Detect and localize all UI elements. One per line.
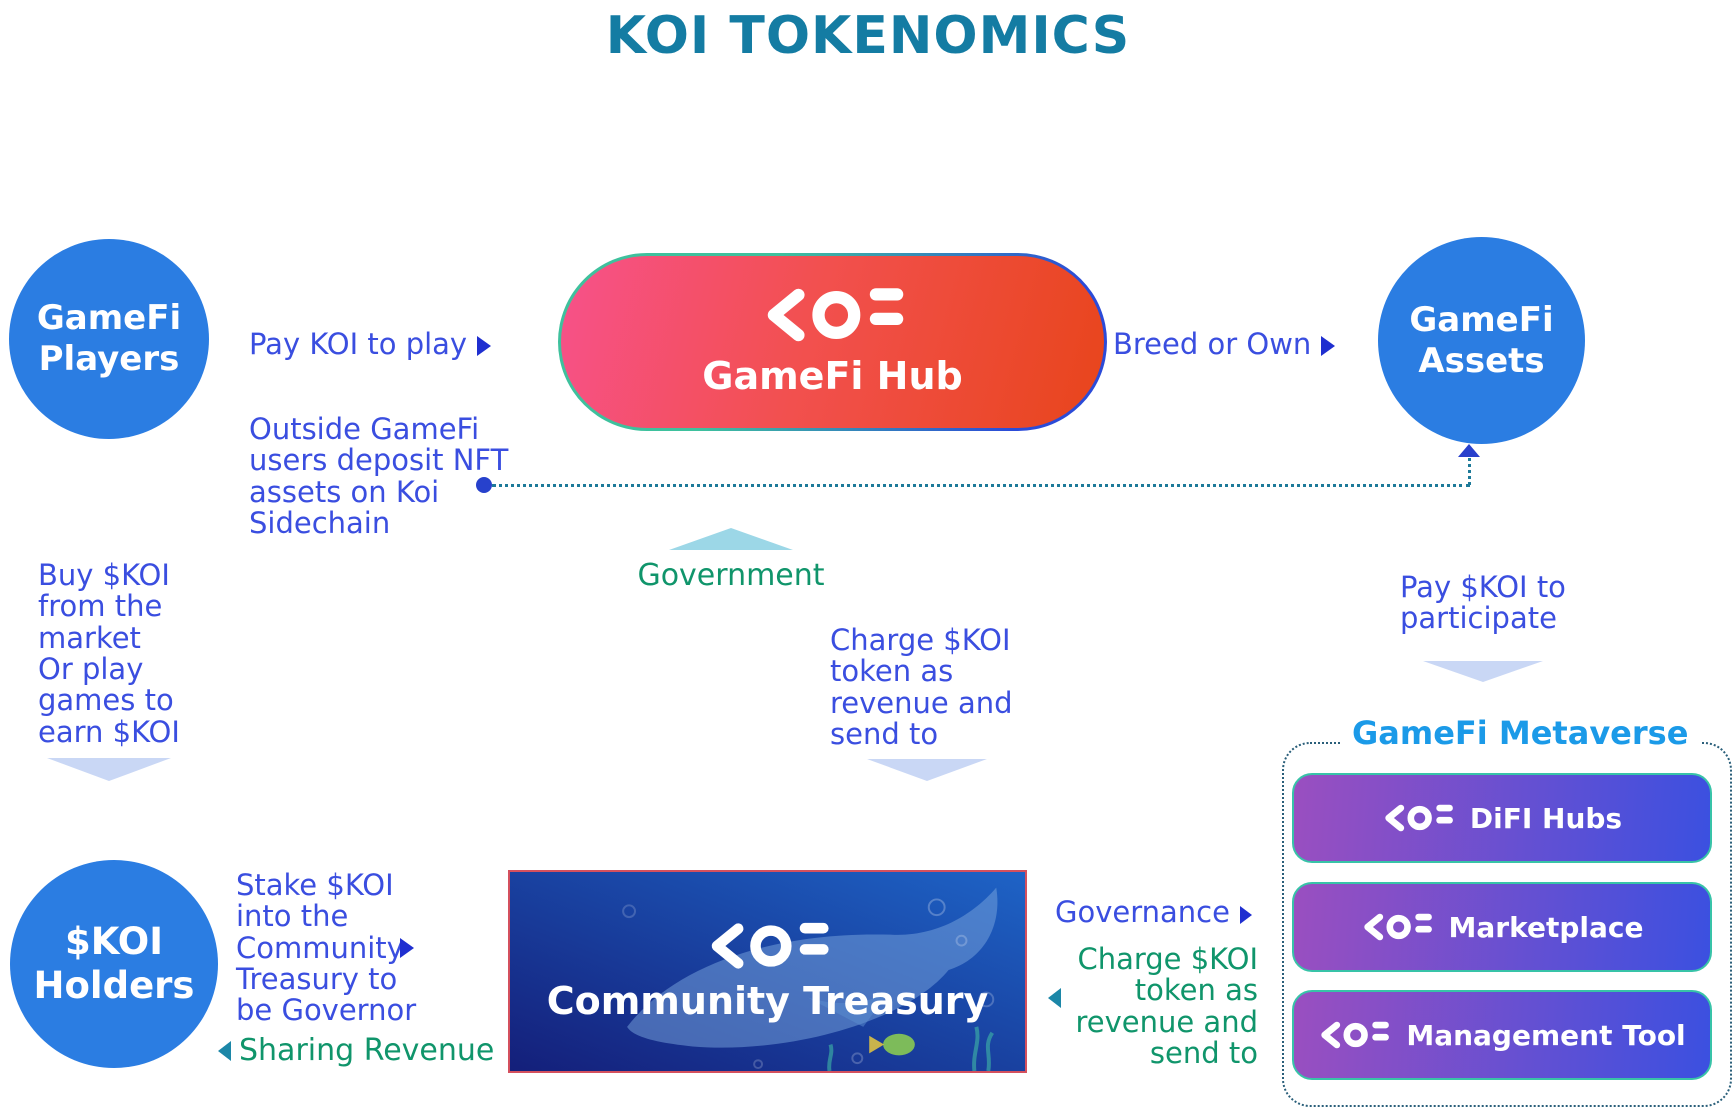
edge-label-buy-koi: Buy $KOI from the market Or play games t… [38,558,180,749]
fish-illustration [883,1033,915,1056]
metaverse-button-marketplace: Marketplace [1292,882,1712,972]
node-koi-holders: $KOI Holders [10,860,218,1068]
edge-label-governance: Governance [1055,895,1252,929]
koi-logo-icon [767,288,903,342]
node-gamefi-players-label: GameFi Players [36,298,182,379]
node-gamefi-assets: GameFi Assets [1378,237,1585,444]
edge-label-sharing-revenue: Sharing Revenue [239,1033,495,1068]
pay-koi-text: Pay KOI to play [249,327,468,361]
node-gamefi-hub-label: GameFi Hub [702,354,963,398]
arrow-right-icon [1239,906,1252,924]
node-community-treasury-label: Community Treasury [546,978,989,1023]
government-text: Government [637,558,825,593]
arrow-right-icon [1321,336,1336,356]
node-gamefi-hub: GameFi Hub [558,253,1107,431]
arrow-down-icon [867,759,987,781]
koi-logo-icon [711,922,829,969]
coral-illustration [827,1026,994,1071]
connector-start-dot [476,477,492,493]
arrow-down-icon [47,758,171,781]
koi-logo-icon [1385,804,1453,832]
metaverse-button-difi-hubs: DiFI Hubs [1292,773,1712,863]
edge-label-stake: Stake $KOI into the Community Treasury t… [236,868,417,1028]
whale-illustration [627,887,998,1048]
breed-or-own-text: Breed or Own [1113,327,1312,361]
metaverse-button-label: Marketplace [1448,910,1644,944]
dotted-connector-horizontal [492,484,1470,487]
treasury-content: Community Treasury [510,872,1025,1071]
edge-label-breed-or-own: Breed or Own [1113,327,1336,361]
edge-label-pay-participate: Pay $KOI to participate [1400,570,1566,636]
dotted-connector-vertical [1468,458,1471,485]
node-community-treasury: Community Treasury [508,870,1027,1073]
edge-label-charge-right: Charge $KOI token as revenue and send to [1075,942,1258,1070]
node-gamefi-assets-label: GameFi Assets [1409,299,1554,381]
governance-text: Governance [1055,895,1230,929]
node-koi-holders-label: $KOI Holders [33,919,195,1007]
gamefi-hub-inner: GameFi Hub [561,256,1104,428]
metaverse-button-label: Management Tool [1406,1018,1686,1052]
arrow-left-icon [218,1041,231,1061]
edge-label-pay-koi: Pay KOI to play [249,327,492,361]
arrow-up-icon [1458,444,1480,457]
arrow-up-icon [669,528,793,550]
arrow-right-icon [400,938,414,958]
arrow-left-icon [1048,988,1061,1008]
arrow-down-icon [1423,661,1543,682]
koi-logo-icon [1321,1021,1390,1049]
arrow-right-icon [477,336,492,356]
underwater-scene-image [510,872,1025,1071]
metaverse-button-management-tool: Management Tool [1292,990,1712,1080]
koi-logo-icon [1363,913,1432,941]
edge-label-charge-mid: Charge $KOI token as revenue and send to [830,623,1013,751]
page-title: KOI TOKENOMICS [605,6,1131,66]
edge-label-outside-gamefi: Outside GameFi users deposit NFT assets … [249,412,509,540]
metaverse-button-label: DiFI Hubs [1469,801,1623,835]
node-gamefi-players: GameFi Players [9,239,209,439]
government-group: Government [606,528,856,593]
gamefi-metaverse-title: GameFi Metaverse [1340,714,1701,752]
